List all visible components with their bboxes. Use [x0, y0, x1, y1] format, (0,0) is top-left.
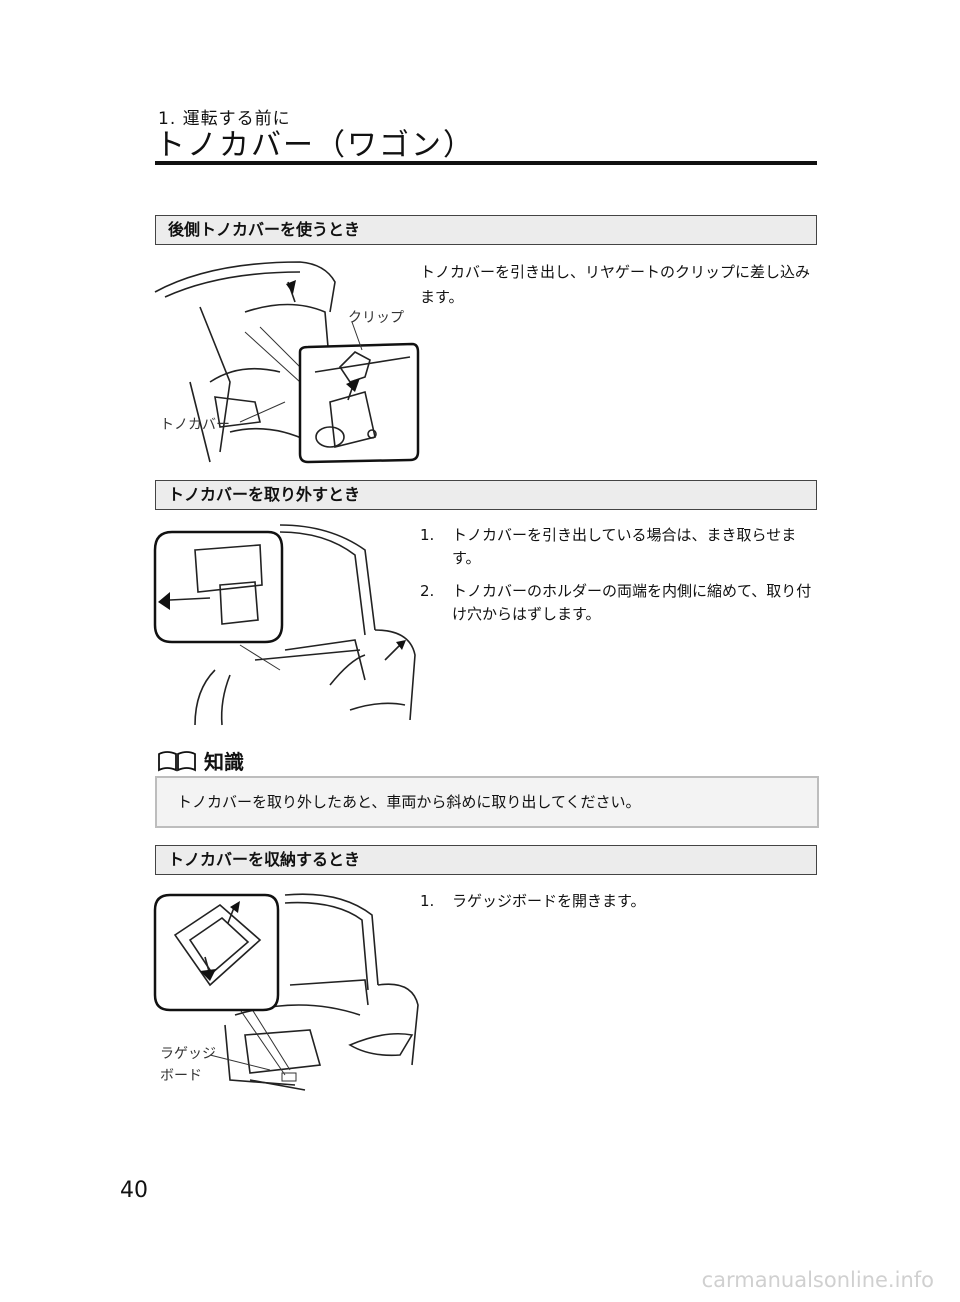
title-divider: [155, 161, 817, 165]
callout-clip: クリップ: [348, 310, 404, 326]
illustration-luggage-board: [153, 893, 419, 1091]
note-box: トノカバーを取り外したあと、車両から斜めに取り出してください。: [155, 776, 819, 828]
section-heading-store-cover: トノカバーを収納するとき: [155, 845, 817, 875]
illustration-remove-cover: [153, 524, 416, 726]
chapter-label: 1. 運転する前に: [158, 109, 291, 129]
callout-tonneau-cover: トノカバー: [160, 417, 230, 433]
store-steps-list: 1.ラゲッジボードを開きます。: [420, 890, 820, 923]
section-heading-rear-cover: 後側トノカバーを使うとき: [155, 215, 817, 245]
page-number: 40: [120, 1178, 148, 1203]
remove-steps-list: 1.トノカバーを引き出している場合は、まき取らせます。 2.トノカバーのホルダー…: [420, 524, 820, 636]
list-item: 1.ラゲッジボードを開きます。: [420, 892, 646, 910]
callout-luggage-board: ラゲッジ ボード: [160, 1046, 216, 1084]
section-rear-cover-body: トノカバーを引き出し、リヤゲートのクリップに差し込みます。: [420, 263, 811, 306]
page-title: トノカバー（ワゴン）: [155, 128, 475, 163]
watermark: carmanualsonline.info: [701, 1268, 934, 1292]
note-heading: 知識: [157, 746, 244, 775]
list-item: 1.トノカバーを引き出している場合は、まき取らせます。: [420, 526, 797, 567]
book-icon: [158, 751, 196, 772]
section-heading-remove-cover: トノカバーを取り外すとき: [155, 480, 817, 510]
list-item: 2.トノカバーのホルダーの両端を内側に縮めて、取り付け穴からはずします。: [420, 582, 812, 623]
illustration-rear-cover-clip: [154, 261, 420, 464]
